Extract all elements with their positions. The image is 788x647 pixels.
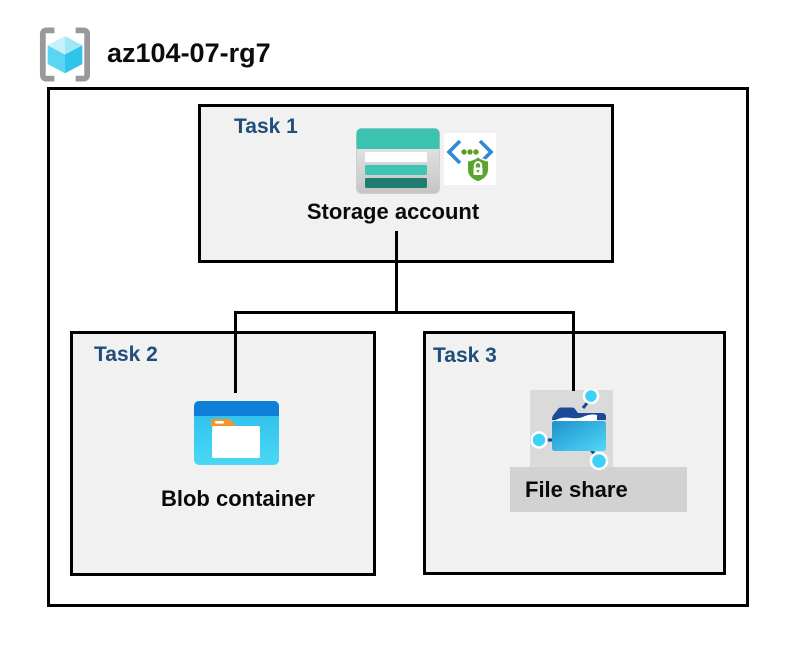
resource-group-icon bbox=[39, 27, 91, 82]
connector-storage-trunk bbox=[395, 231, 398, 313]
task1-label: Task 1 bbox=[234, 115, 298, 138]
task3-label: Task 3 bbox=[433, 344, 497, 367]
resource-group-name: az104-07-rg7 bbox=[107, 38, 271, 68]
file-share-icon bbox=[531, 389, 609, 471]
blob-container-icon bbox=[194, 401, 279, 465]
file-share-label: File share bbox=[525, 477, 628, 502]
connector-branch-fileshare bbox=[572, 311, 575, 391]
task2-label: Task 2 bbox=[94, 343, 158, 366]
connector-branch-blob bbox=[234, 311, 237, 393]
storage-account-icon bbox=[356, 128, 440, 194]
secure-access-shield-icon bbox=[444, 133, 496, 185]
blob-container-label: Blob container bbox=[160, 486, 315, 511]
connector-horizontal bbox=[234, 311, 575, 314]
file-share-label-backdrop: File share bbox=[510, 467, 687, 512]
storage-account-label: Storage account bbox=[306, 199, 480, 224]
